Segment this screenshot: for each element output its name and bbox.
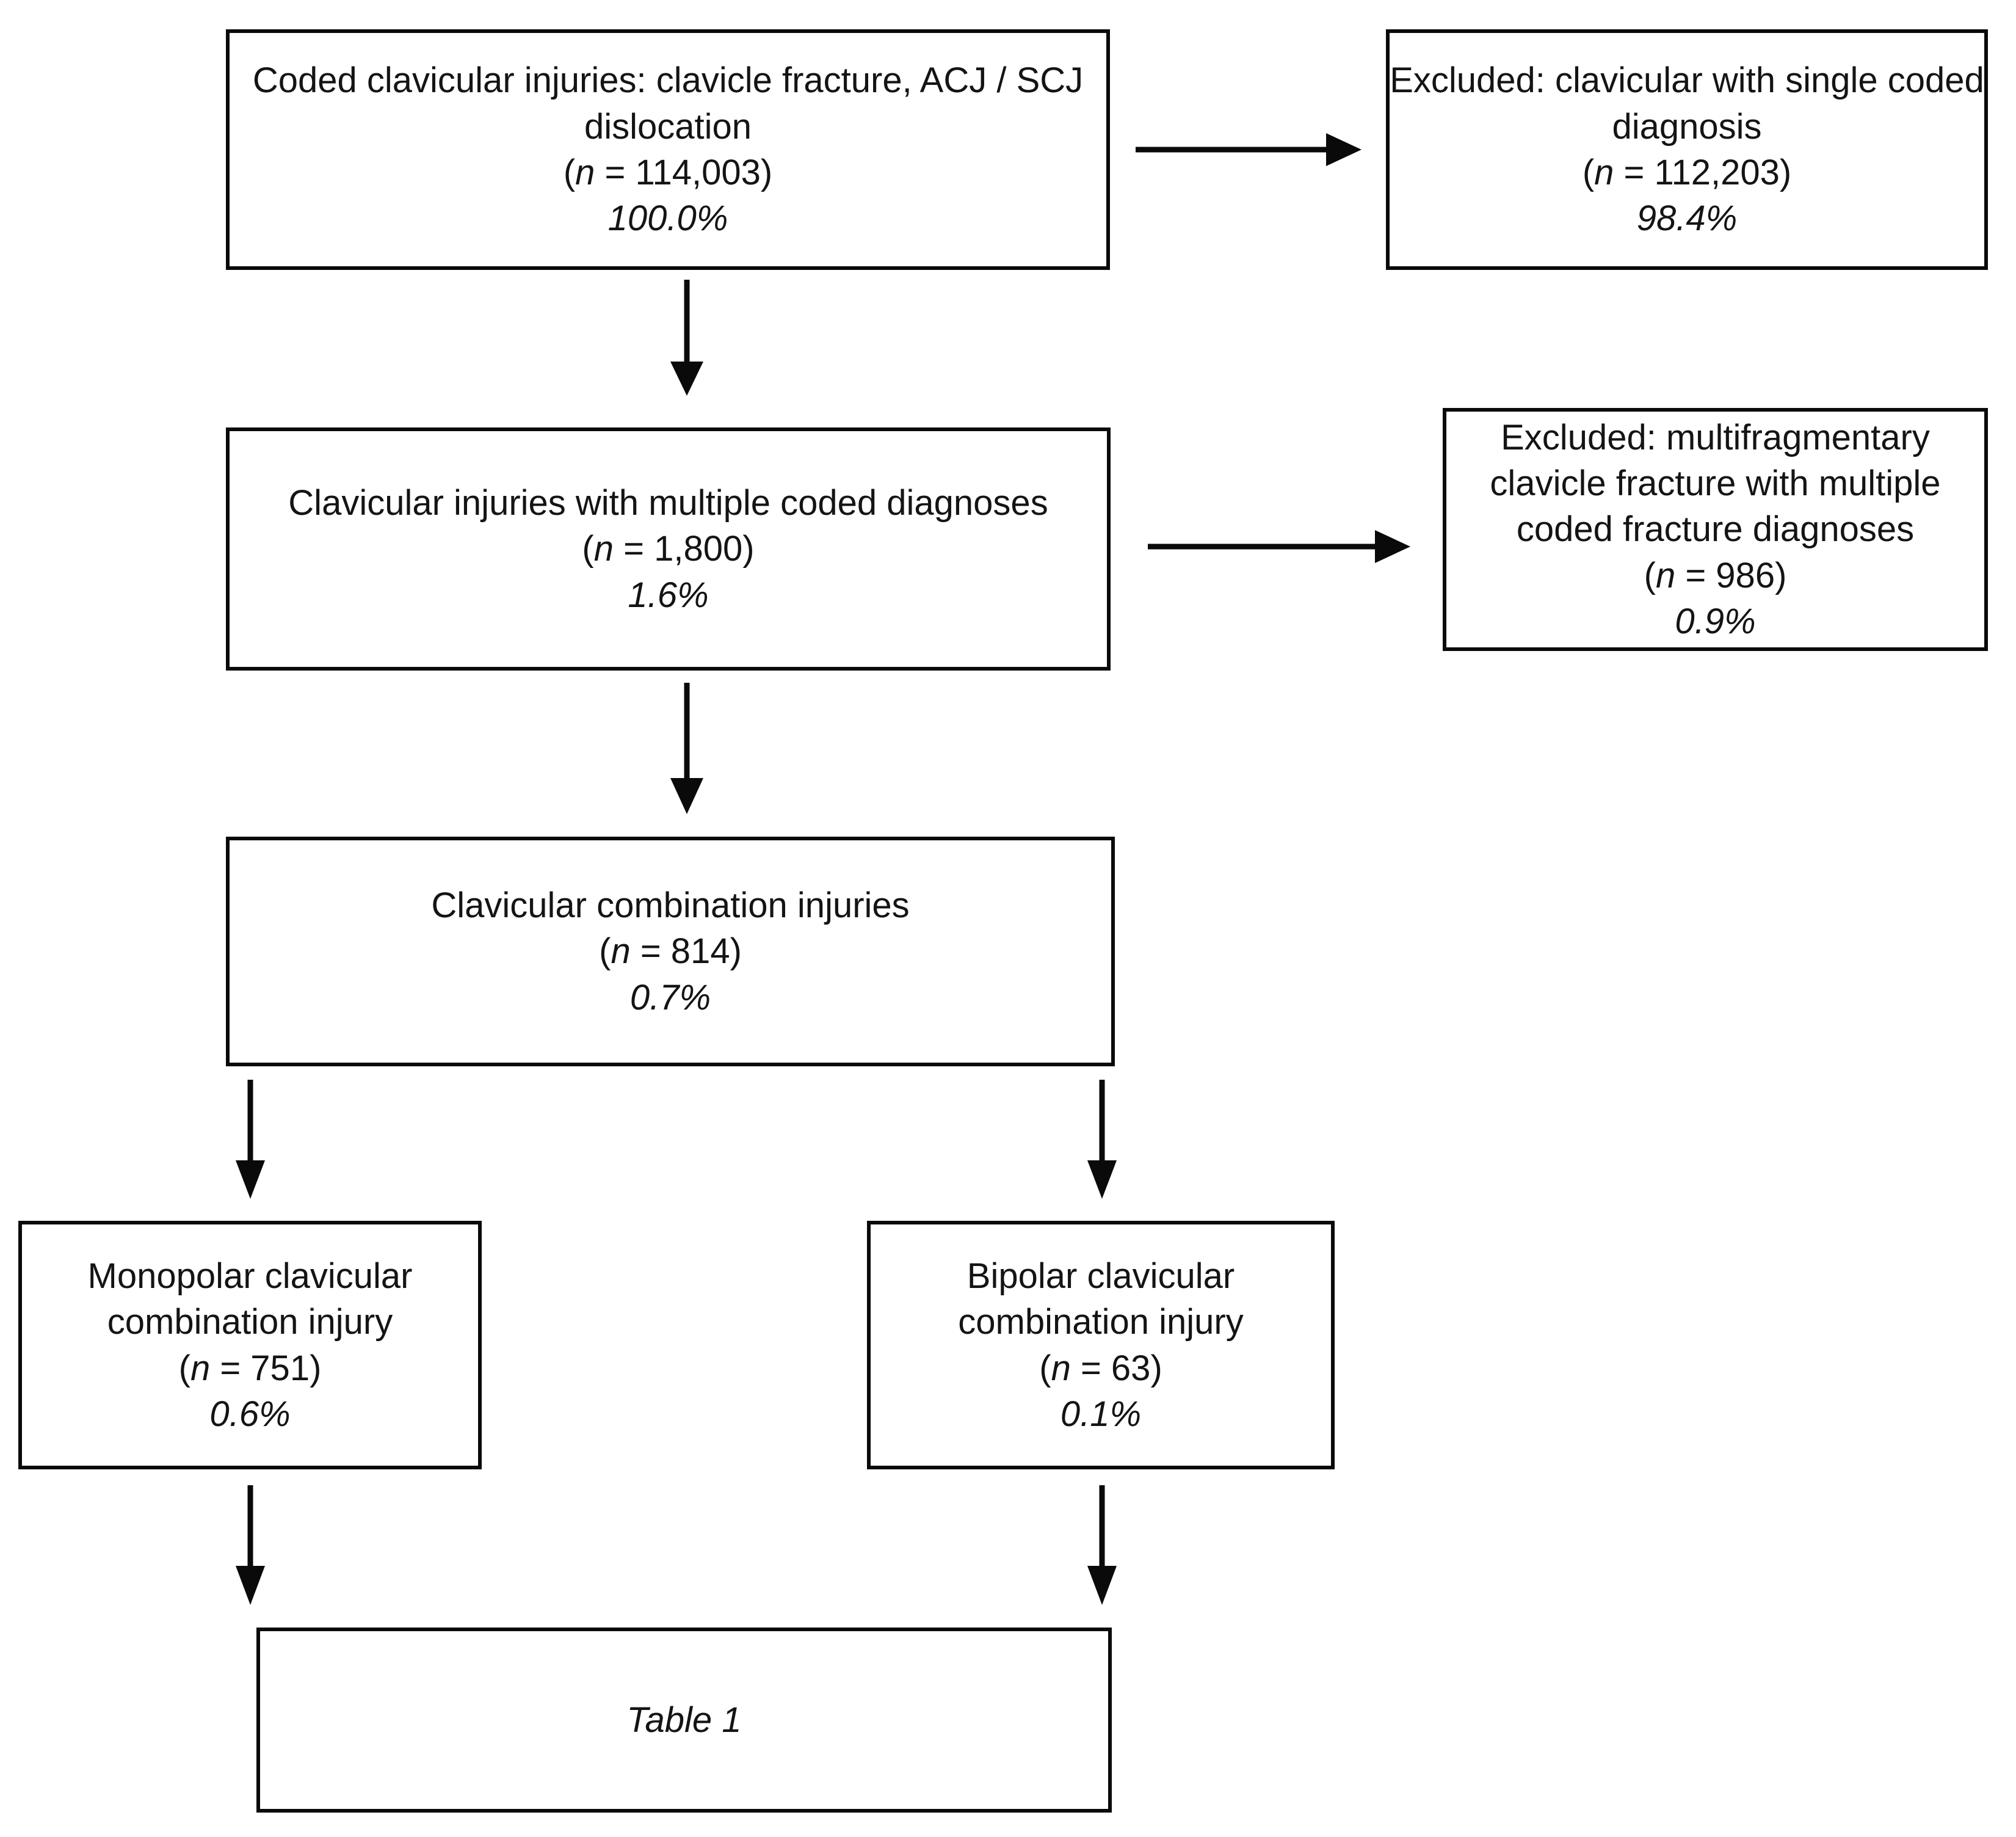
node-percent: 0.1%: [1060, 1394, 1142, 1434]
node-count: (n = 814): [599, 931, 742, 972]
arrow-combination-to-monopolar-icon: [229, 1080, 272, 1199]
node-title: Clavicular combination injuries: [431, 885, 910, 925]
node-table-1: Table 1: [256, 1628, 1112, 1813]
node-title: Clavicular injuries with multiple coded …: [288, 482, 1048, 523]
node-monopolar-combination-injury: Monopolar clavicular combination injury …: [18, 1221, 482, 1469]
node-clavicular-combination-injuries: Clavicular combination injuries (n = 814…: [226, 837, 1115, 1066]
node-percent: 0.6%: [209, 1394, 291, 1434]
arrow-coded-to-excluded-single-icon: [1136, 128, 1362, 171]
arrow-combination-to-bipolar-icon: [1081, 1080, 1123, 1199]
arrow-bipolar-to-table1-icon: [1081, 1485, 1123, 1605]
node-title: Monopolar clavicular combination injury: [87, 1256, 422, 1342]
arrow-multiple-to-combination-icon: [665, 683, 708, 814]
node-count: (n = 986): [1644, 555, 1787, 595]
node-percent: 0.9%: [1675, 602, 1756, 642]
node-percent: 100.0%: [607, 198, 728, 239]
arrow-monopolar-to-table1-icon: [229, 1485, 272, 1605]
node-count: (n = 114,003): [563, 153, 773, 192]
node-percent: 0.7%: [629, 977, 711, 1017]
node-multiple-coded-diagnoses: Clavicular injuries with multiple coded …: [226, 427, 1111, 671]
node-title: Excluded: multifragmentary clavicle frac…: [1490, 417, 1951, 550]
node-title: Coded clavicular injuries: clavicle frac…: [252, 60, 1093, 147]
node-title: Bipolar clavicular combination injury: [958, 1256, 1245, 1342]
node-coded-clavicular-injuries: Coded clavicular injuries: clavicle frac…: [226, 29, 1110, 270]
node-title: Excluded: clavicular with single coded d…: [1390, 60, 1994, 147]
node-count: (n = 751): [178, 1348, 322, 1388]
node-count: (n = 112,203): [1582, 153, 1792, 192]
node-bipolar-combination-injury: Bipolar clavicular combination injury (n…: [867, 1221, 1335, 1469]
node-excluded-multifragmentary-fracture: Excluded: multifragmentary clavicle frac…: [1443, 408, 1988, 651]
node-count: (n = 63): [1039, 1348, 1162, 1388]
node-title: Table 1: [626, 1700, 742, 1740]
node-percent: 1.6%: [628, 575, 709, 615]
arrow-multiple-to-excluded-multifragmentary-icon: [1148, 525, 1410, 568]
node-count: (n = 1,800): [582, 529, 755, 569]
node-percent: 98.4%: [1636, 198, 1738, 239]
arrow-coded-to-multiple-diagnoses-icon: [665, 280, 708, 396]
node-excluded-single-coded-diagnosis: Excluded: clavicular with single coded d…: [1386, 29, 1988, 270]
